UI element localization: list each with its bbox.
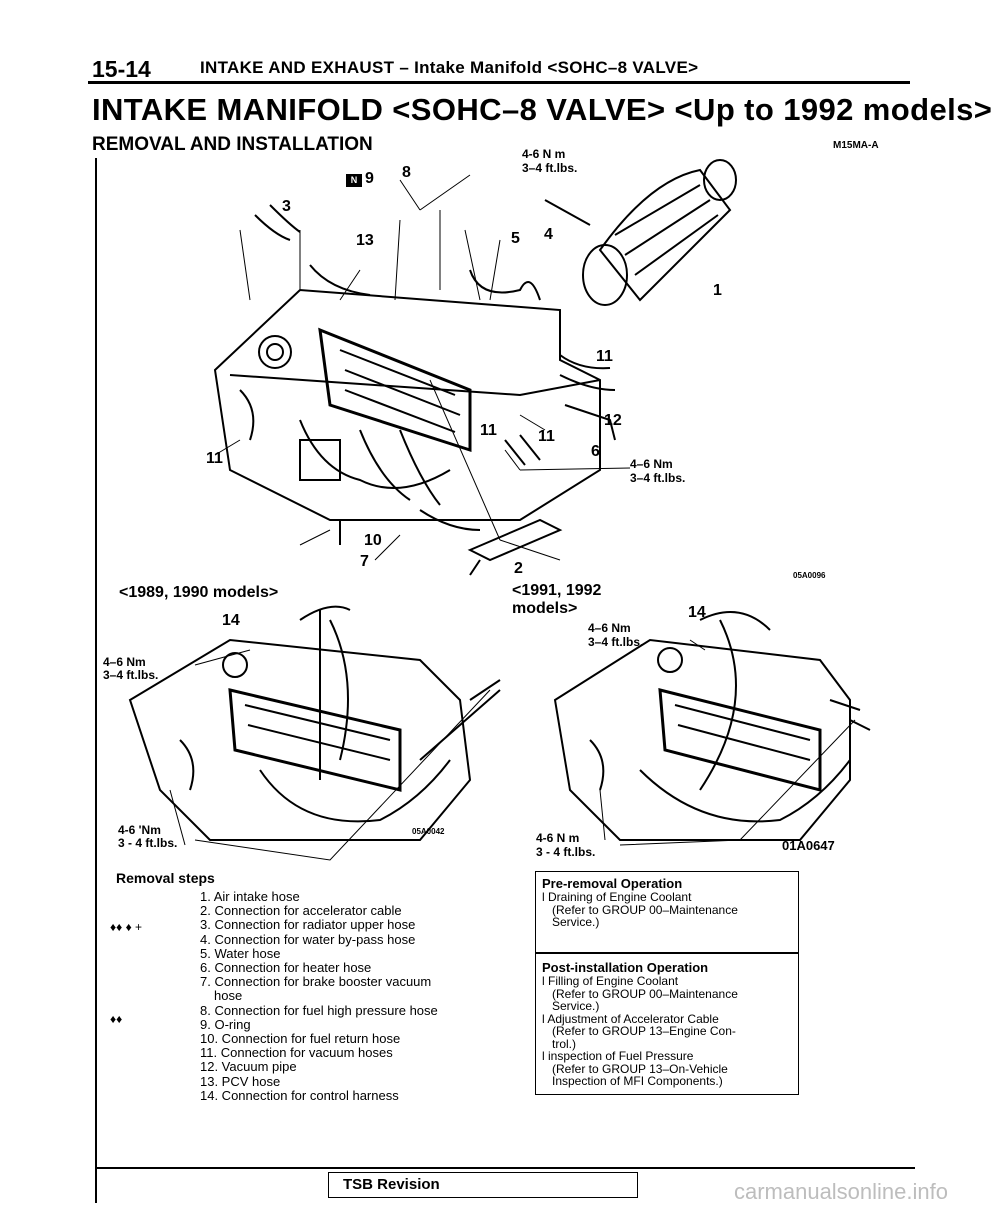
torque-top-ftlbs: 3–4 ft.lbs.: [522, 161, 578, 175]
tsb-revision-box: TSB Revision: [328, 1172, 638, 1198]
left-torque-lower-nm: 4-6 'Nm: [118, 823, 161, 837]
post-line: (Refer to GROUP 13–On-Vehicle: [552, 1061, 728, 1076]
left-panel-code: 05A0042: [412, 827, 445, 836]
post-line: Inspection of MFI Components.): [552, 1074, 723, 1088]
step-item: 3. Connection for radiator upper hose: [200, 917, 416, 933]
torque-right-ftlbs: 3–4 ft.lbs.: [630, 471, 686, 485]
step-item: 12. Vacuum pipe: [200, 1059, 297, 1075]
bottom-rule: [95, 1167, 915, 1169]
callout-4: 4: [544, 226, 553, 243]
pre-removal-title: Pre-removal Operation: [542, 876, 683, 891]
pre-removal-box: Pre-removal Operation l Draining of Engi…: [535, 871, 799, 953]
callout-13: 13: [356, 232, 374, 249]
callout-3: 3: [282, 198, 291, 215]
left-torque-upper-ftlbs: 3–4 ft.lbs.: [103, 668, 159, 682]
step-item: 9. O-ring: [200, 1016, 251, 1032]
post-installation-title: Post-installation Operation: [542, 960, 709, 975]
callout-11-b: 11: [480, 422, 497, 439]
step-item: 10. Connection for fuel return hose: [200, 1031, 401, 1047]
pre-removal-line: (Refer to GROUP 00–Maintenance: [552, 902, 738, 917]
post-line: (Refer to GROUP 13–Engine Con-: [552, 1024, 736, 1038]
right-torque-upper-nm: 4–6 Nm: [588, 621, 631, 635]
left-torque-lower-ftlbs: 3 - 4 ft.lbs.: [118, 836, 178, 850]
callout-8: 8: [402, 164, 411, 181]
post-line: l Adjustment of Accelerator Cable: [542, 1011, 719, 1026]
right-torque-lower-ftlbs: 3 - 4 ft.lbs.: [536, 845, 596, 859]
new-part-icon: N: [346, 174, 362, 187]
watermark: carmanualsonline.info: [733, 1179, 948, 1204]
step-item: 4. Connection for water by-pass hose: [200, 931, 416, 947]
step-8-marks: ♦♦: [110, 1012, 123, 1026]
step-item: 8. Connection for fuel high pressure hos…: [200, 1002, 438, 1018]
step-item: 14. Connection for control harness: [200, 1087, 399, 1103]
right-torque-upper-ftlbs: 3–4 ft.lbs.: [588, 635, 644, 649]
callout-6: 6: [591, 443, 600, 460]
page-number: 15-14: [92, 56, 151, 82]
step-3-marks: ♦♦ ♦ +: [110, 920, 143, 934]
post-line: l inspection of Fuel Pressure: [542, 1049, 694, 1063]
right-panel-caption-1: <1991, 1992: [512, 582, 602, 599]
pre-removal-line: l Draining of Engine Coolant: [542, 890, 692, 904]
left-panel-caption: <1989, 1990 models>: [119, 584, 279, 601]
document-code: M15MA-A: [833, 140, 879, 151]
step-item: hose: [214, 988, 243, 1004]
post-installation-box: Post-installation Operation l Filling of…: [535, 953, 799, 1095]
step-item: 2. Connection for accelerator cable: [200, 903, 402, 919]
callout-7: 7: [360, 553, 369, 570]
step-item: 11. Connection for vacuum hoses: [200, 1045, 393, 1061]
step-item: 1. Air intake hose: [200, 889, 300, 904]
engine-illustrations: [128, 159, 871, 861]
left-callout-14: 14: [222, 612, 240, 629]
callout-12: 12: [604, 412, 622, 429]
callout-11-d: 11: [206, 450, 223, 467]
callout-2: 2: [514, 560, 523, 577]
step-item: 6. Connection for heater hose: [200, 960, 372, 976]
callout-1: 1: [713, 282, 722, 299]
top-diagram-code: 05A0096: [793, 571, 826, 580]
header-rule: [88, 81, 910, 84]
post-line: (Refer to GROUP 00–Maintenance: [552, 986, 738, 1001]
step-item: 7. Connection for brake booster vacuum: [200, 974, 432, 990]
callout-10: 10: [364, 532, 382, 549]
right-callout-14: 14: [688, 604, 706, 621]
callout-5: 5: [511, 230, 520, 247]
pre-removal-line: Service.): [552, 915, 600, 929]
removal-steps-list: 1. Air intake hose 2. Connection for acc…: [200, 889, 438, 1103]
callout-9: 9: [365, 170, 374, 187]
post-line: Service.): [552, 999, 600, 1013]
left-border: [95, 158, 97, 1203]
page-title: INTAKE MANIFOLD <SOHC–8 VALVE> <Up to 19…: [92, 92, 992, 127]
right-panel-caption-2: models>: [512, 600, 578, 617]
tsb-revision-label: TSB Revision: [343, 1176, 440, 1193]
post-line: l Filling of Engine Coolant: [542, 974, 679, 988]
torque-top-nm: 4-6 N m: [522, 147, 566, 161]
left-torque-upper-nm: 4–6 Nm: [103, 655, 146, 669]
removal-steps-title: Removal steps: [116, 870, 215, 886]
section-subtitle: REMOVAL AND INSTALLATION: [92, 134, 373, 155]
post-line: trol.): [552, 1036, 576, 1051]
torque-right-nm: 4–6 Nm: [630, 457, 673, 471]
step-item: 13. PCV hose: [200, 1073, 281, 1089]
callout-11-c: 11: [538, 428, 555, 445]
callout-11-a: 11: [596, 348, 613, 365]
right-panel-code: 01A0647: [782, 838, 835, 853]
section-header: INTAKE AND EXHAUST – Intake Manifold <SO…: [200, 58, 699, 77]
step-item: 5. Water hose: [200, 945, 281, 961]
right-torque-lower-nm: 4-6 N m: [536, 831, 580, 845]
